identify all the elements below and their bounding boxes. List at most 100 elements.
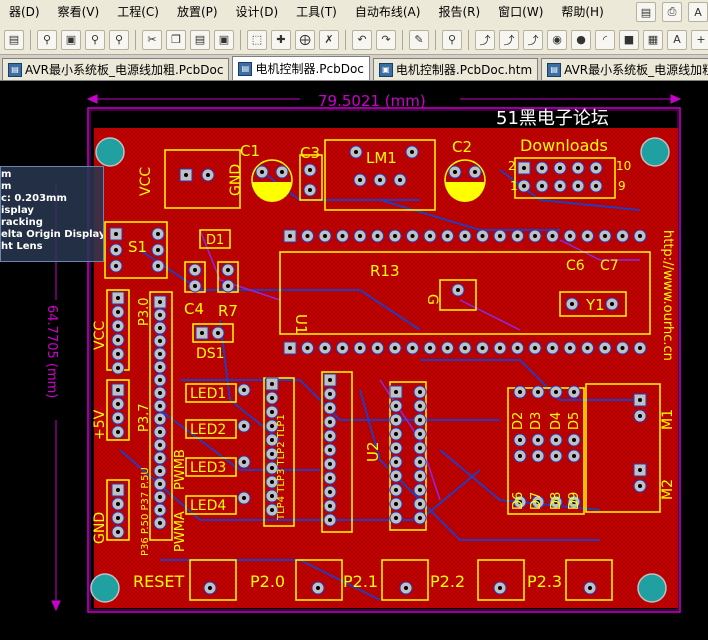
pad-hole (620, 346, 625, 350)
pad-hole (603, 346, 607, 350)
tab-avr-pcb[interactable]: ▤AVR最小系统板_电源线加粗.PcbDoc (2, 58, 230, 80)
menu-item-help[interactable]: 帮助(H) (561, 5, 604, 19)
place-pad-icon[interactable]: ◉ (547, 29, 567, 50)
undo-icon[interactable]: ↶ (352, 29, 372, 50)
pcb-editor-canvas[interactable]: 79.5021 (mm) 64.7705 (mm) 51黑电子论坛 http:/… (0, 82, 708, 640)
paste-icon[interactable]: ▤ (190, 29, 210, 50)
move-icon[interactable]: ✚ (271, 29, 291, 50)
chart-icon[interactable]: ▤ (636, 2, 656, 22)
pad-hole (328, 490, 332, 494)
menu-item-view[interactable]: 察看(V) (57, 5, 100, 19)
deselect-icon[interactable]: ✗ (319, 29, 339, 50)
pad-hole (242, 460, 246, 464)
filter-icon[interactable]: ⚲ (109, 29, 129, 50)
label-y1: Y1 (585, 296, 605, 314)
pad-hole (280, 170, 284, 174)
folder-icon[interactable]: ▤ (4, 29, 24, 50)
pad-hole (554, 390, 558, 394)
place-via-icon[interactable]: ● (571, 29, 591, 50)
pad-hole (558, 184, 562, 188)
coordinate-icon[interactable]: + (691, 29, 708, 50)
pad-hole (418, 446, 422, 450)
label-p36-p50: P36 P.50 P37 P.5U (140, 467, 151, 556)
browse-icon[interactable]: ⚲ (442, 29, 462, 50)
pad-hole (358, 346, 362, 350)
pad-hole (288, 346, 292, 350)
pcb-board-drawing[interactable]: 79.5021 (mm) 64.7705 (mm) 51黑电子论坛 http:/… (0, 82, 708, 640)
menu-item-design[interactable]: 设计(D) (235, 5, 279, 19)
pad-hole (242, 424, 246, 428)
pad-hole (193, 284, 197, 288)
pad-hole (536, 390, 540, 394)
route-multiple-icon[interactable]: ⤴ (499, 29, 519, 50)
pad-hole (638, 414, 642, 418)
pad-hole (116, 296, 120, 300)
menu-item-autoroute[interactable]: 自动布线(A) (354, 5, 421, 19)
pad-hole (158, 521, 162, 525)
interactive-route-icon[interactable]: ⤴ (475, 29, 495, 50)
pad-hole (158, 417, 162, 421)
cut-icon[interactable]: ✂ (142, 29, 162, 50)
zoom-area-icon[interactable]: ▣ (61, 29, 81, 50)
label-m1: M1 (660, 409, 676, 430)
label-d1: D1 (206, 233, 224, 248)
menu-item-place[interactable]: 放置(P) (176, 5, 218, 19)
label-u1: U1 (292, 314, 310, 335)
pad-hole (116, 402, 120, 406)
menu-item-window[interactable]: 窗口(W) (498, 5, 544, 19)
differential-pair-icon[interactable]: ⤴ (523, 29, 543, 50)
tab-motor-pcb[interactable]: ▤电机控制器.PcbDoc (232, 56, 370, 80)
pad-hole (270, 424, 274, 428)
tab-avr-pcb-2[interactable]: ▤AVR最小系统板_电源线加粗.PcbDoc (541, 58, 708, 80)
zoom-icon[interactable]: ⚲ (37, 29, 57, 50)
pad-hole (568, 346, 572, 350)
dimension-width (86, 94, 682, 104)
menu-item-device[interactable]: 器(D) (9, 5, 40, 19)
pad-hole (418, 474, 422, 478)
text-format-icon[interactable]: A (688, 2, 708, 22)
pad-hole (418, 404, 422, 408)
pad-hole (518, 438, 522, 442)
zoom-select-icon[interactable]: ⚲ (85, 29, 105, 50)
menu-item-project[interactable]: 工程(C) (117, 5, 159, 19)
pad-hole (116, 516, 120, 520)
label-gnd-left: GND (92, 512, 108, 544)
print-icon[interactable]: ⎙ (662, 2, 682, 22)
highlight-icon[interactable]: ✎ (409, 29, 429, 50)
pad-hole (554, 454, 558, 458)
pad-hole (158, 300, 162, 304)
menu-item-tools[interactable]: 工具(T) (296, 5, 337, 19)
redo-icon[interactable]: ↷ (376, 29, 396, 50)
toolbar-divider (240, 29, 241, 50)
pad-hole (328, 504, 332, 508)
string-icon[interactable]: A (667, 29, 687, 50)
copy-icon[interactable]: ❐ (166, 29, 186, 50)
pad-hole (270, 382, 274, 386)
pad-hole (116, 324, 120, 328)
pad-hole (533, 346, 537, 350)
hud-line: m (1, 169, 12, 180)
select-area-icon[interactable]: ⬚ (247, 29, 267, 50)
hud-line: elta Origin Display (1, 229, 104, 240)
menu-item-reports[interactable]: 报告(R) (438, 5, 481, 19)
pad-hole (550, 234, 555, 238)
select-icon[interactable]: ⨁ (295, 29, 315, 50)
pad-hole (480, 346, 485, 350)
label-d4: D4 (549, 412, 564, 430)
label-d7: D7 (529, 492, 544, 510)
pad-hole (463, 346, 467, 350)
arc-icon[interactable]: ◜ (595, 29, 615, 50)
pad-hole (418, 432, 422, 436)
polygon-icon[interactable]: ▦ (643, 29, 663, 50)
label-d2: D2 (511, 412, 526, 430)
pad-hole (308, 168, 312, 172)
pad-hole (445, 346, 450, 350)
rubber-stamp-icon[interactable]: ▣ (214, 29, 234, 50)
pad-hole (456, 288, 460, 292)
pad-hole (270, 396, 274, 400)
pad-hole (156, 264, 160, 268)
pad-hole (328, 420, 332, 424)
fill-icon[interactable]: ■ (619, 29, 639, 50)
tab-motor-htm[interactable]: ▣电机控制器.PcbDoc.htm (372, 58, 539, 80)
label-led2: LED2 (190, 422, 226, 438)
